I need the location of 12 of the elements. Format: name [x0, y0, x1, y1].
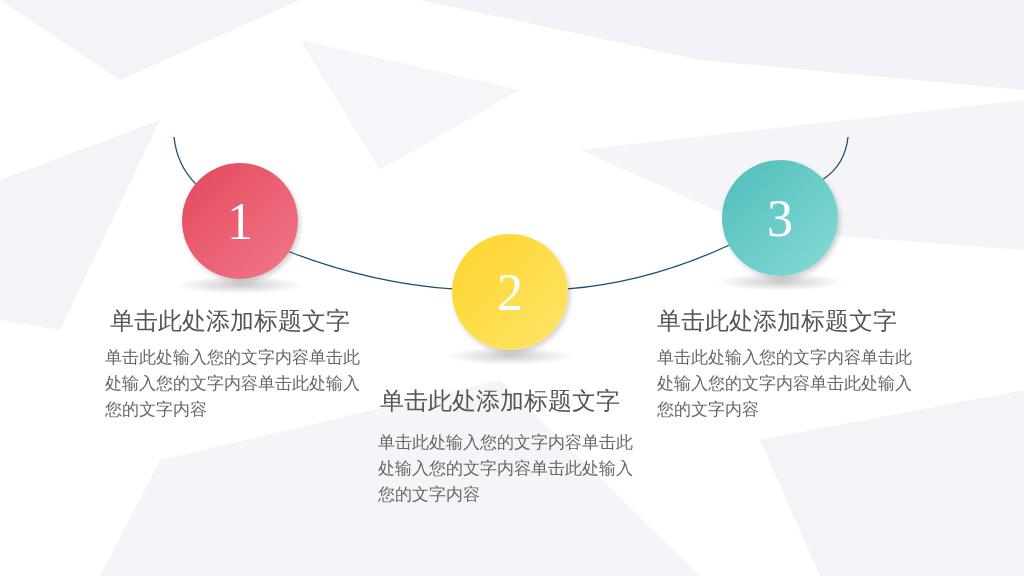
body-text: 单击此处输入您的文字内容单击此处输入您的文字内容单击此处输入您的文字内容 — [105, 346, 361, 421]
curved-connector-line — [288, 251, 453, 290]
curved-connector-line — [173, 136, 197, 185]
heading-text: 单击此处添加标题文字 — [380, 386, 620, 417]
body-text: 单击此处输入您的文字内容单击此处输入您的文字内容单击此处输入您的文字内容 — [378, 431, 634, 506]
heading-text: 单击此处添加标题文字 — [110, 306, 350, 337]
body-text: 单击此处输入您的文字内容单击此处输入您的文字内容单击此处输入您的文字内容 — [657, 346, 913, 421]
number-circle: 1 — [182, 163, 298, 279]
curved-connector-line — [822, 136, 849, 180]
heading-text: 单击此处添加标题文字 — [657, 306, 897, 337]
number-circle: 2 — [452, 234, 568, 350]
curved-connector-line — [567, 244, 730, 290]
